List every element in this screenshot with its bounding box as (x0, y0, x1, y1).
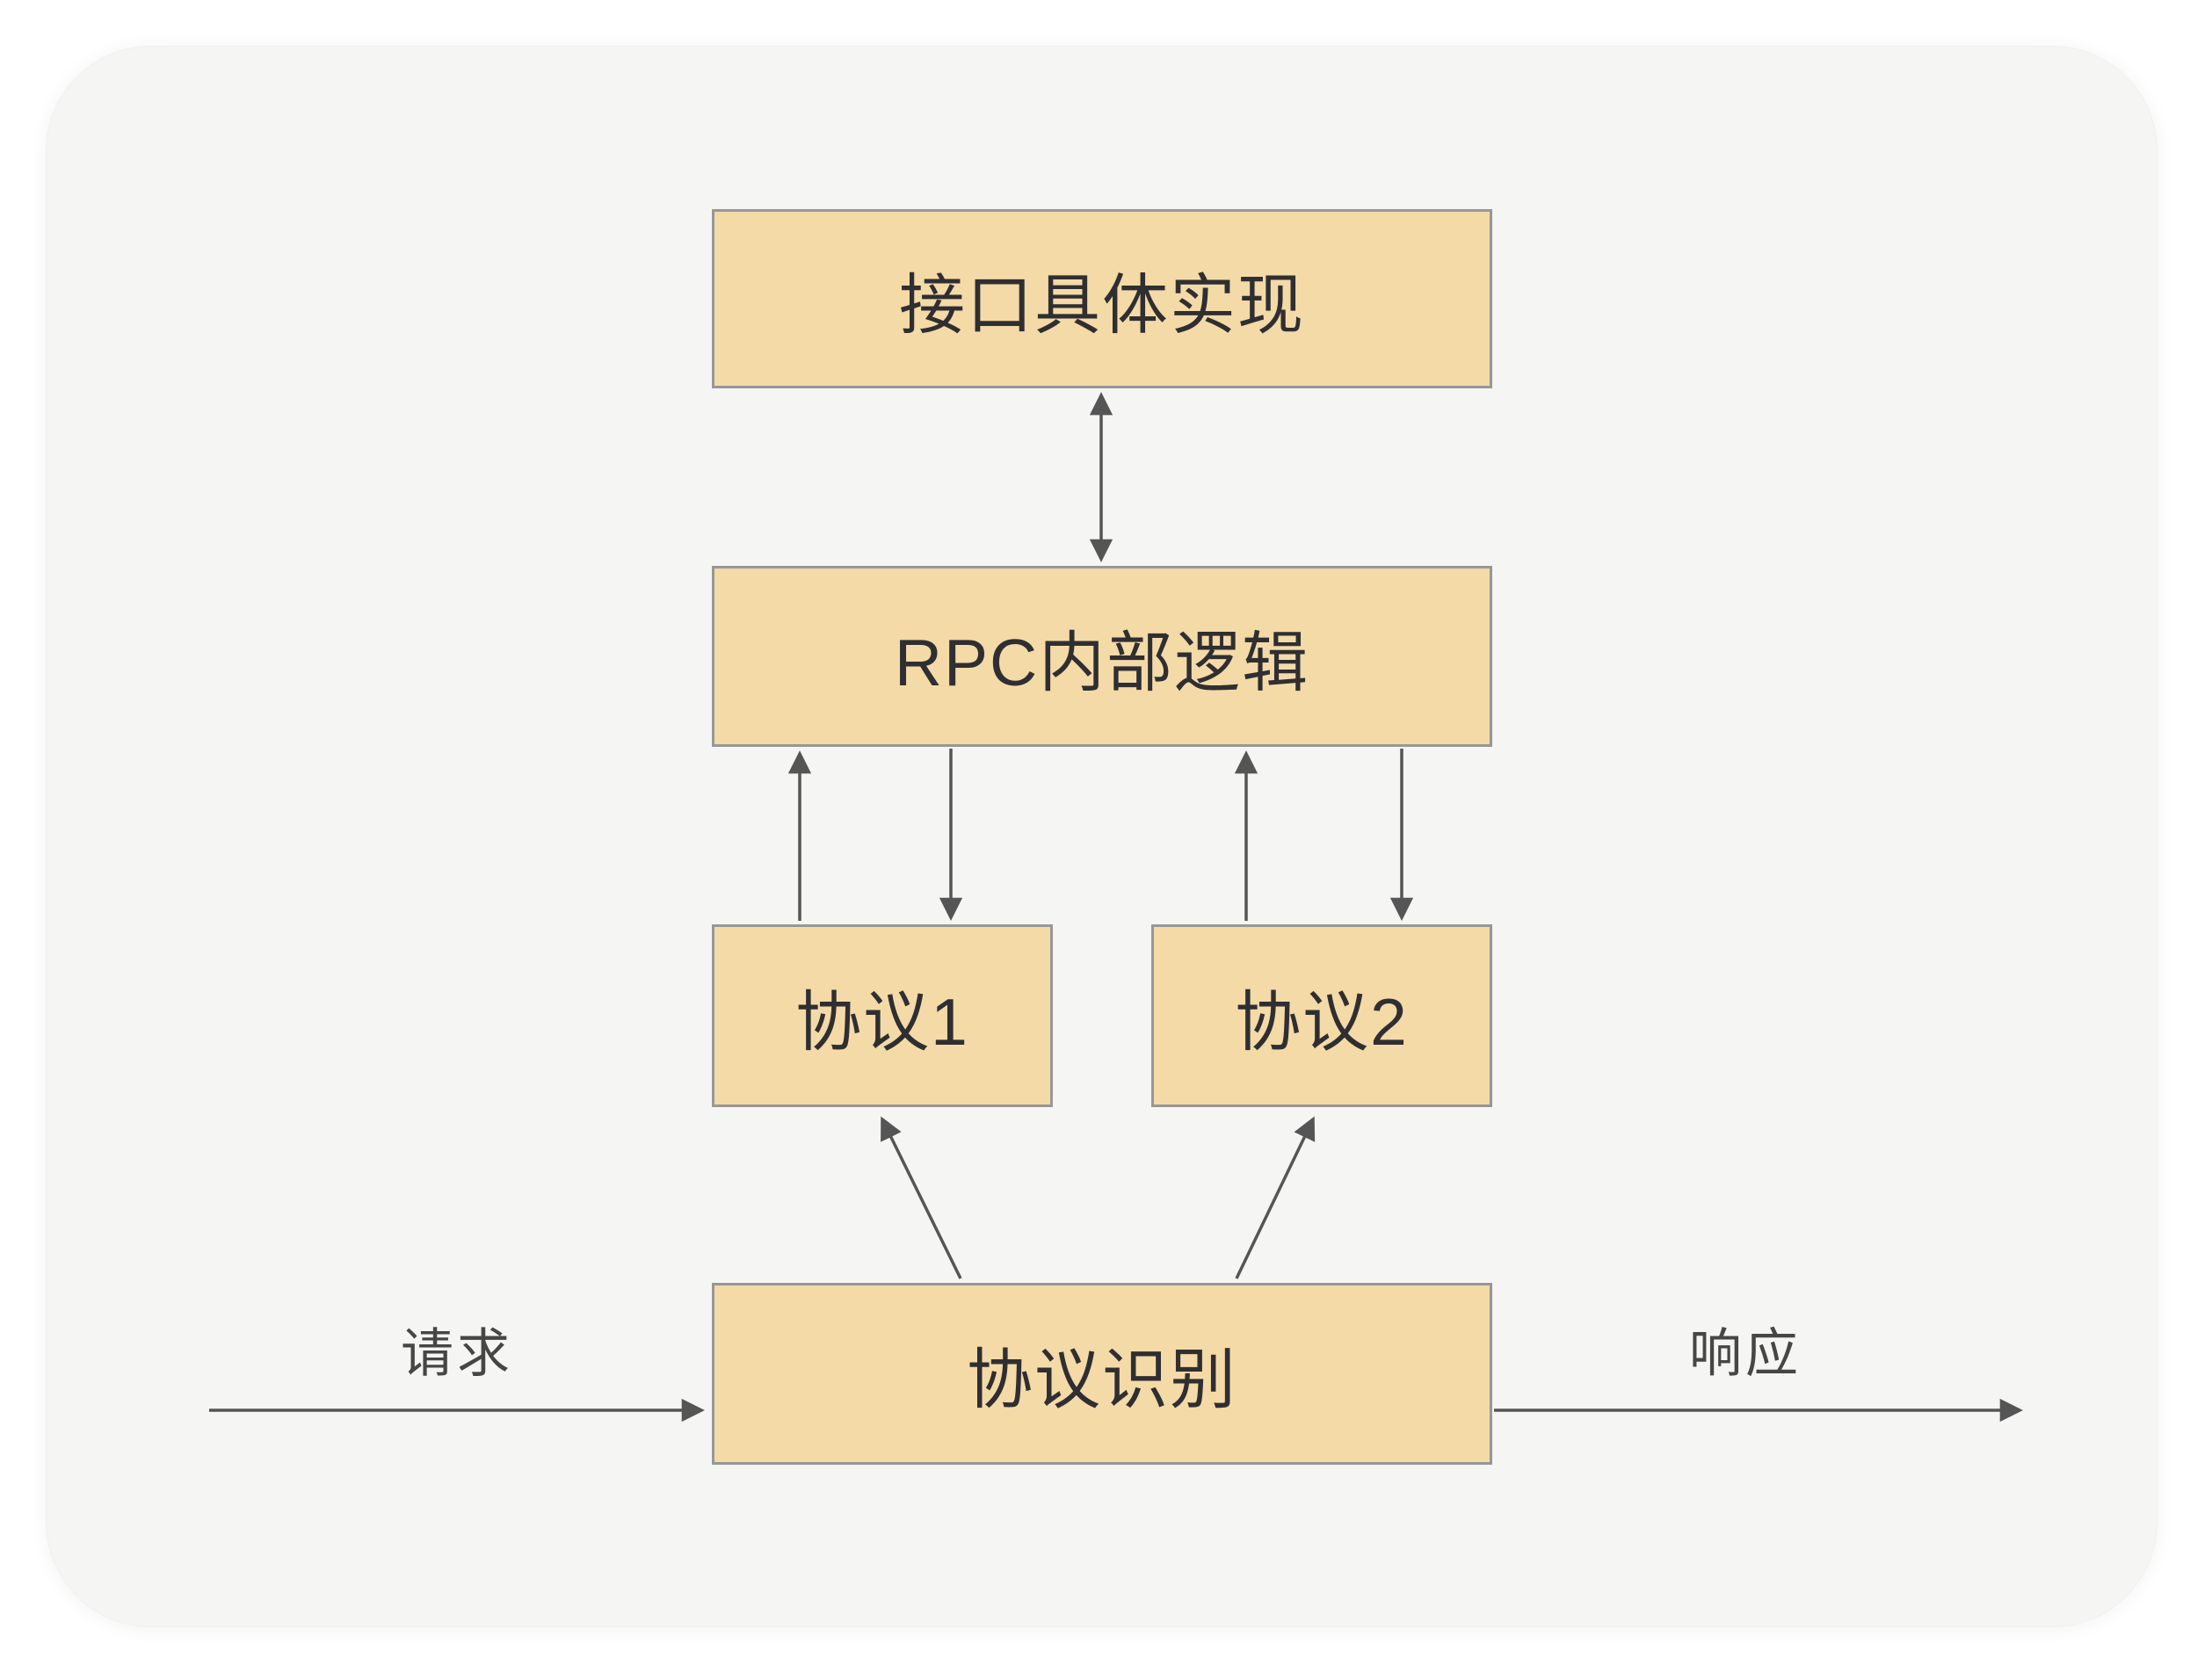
node-protocol-recognition: 协议识别 (712, 1283, 1492, 1465)
edge-label-response: 响应 (1689, 1324, 1802, 1383)
edge-label-request: 请求 (401, 1324, 513, 1383)
node-protocol-1-label: 协议1 (795, 984, 969, 1059)
node-interface-implementation-label: 接口具体实现 (898, 267, 1305, 342)
node-rpc-internal-logic-label: RPC内部逻辑 (894, 625, 1310, 699)
node-protocol-2: 协议2 (1151, 924, 1492, 1107)
node-protocol-recognition-label: 协议识别 (966, 1343, 1237, 1416)
node-rpc-internal-logic: RPC内部逻辑 (712, 566, 1492, 747)
node-protocol-2-label: 协议2 (1235, 984, 1409, 1059)
node-interface-implementation: 接口具体实现 (712, 209, 1492, 388)
node-protocol-1: 协议1 (712, 924, 1053, 1107)
